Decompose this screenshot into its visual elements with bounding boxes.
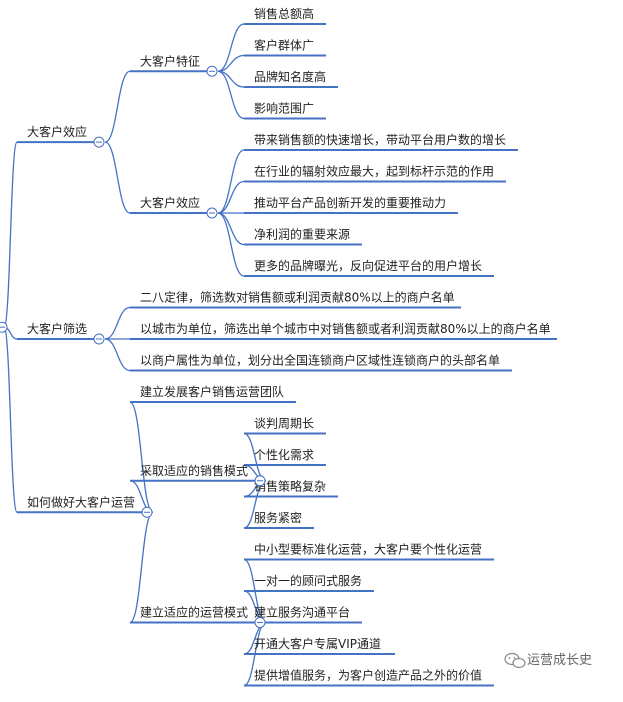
node-3-label: 销售总额高 [254,6,314,21]
root-collapse-toggle-icon[interactable] [0,321,8,333]
node-3-label: 一对一的顾问式服务 [254,573,362,588]
node-2-label: 建立适应的运营模式 [140,605,248,620]
node-3-label: 销售策略复杂 [254,479,326,494]
collapse-toggle-icon[interactable] [141,506,153,518]
node-3-label: 建立服务沟通平台 [254,605,350,620]
branch-connector [3,326,18,513]
node-3-label: 影响范围广 [254,101,314,116]
node-3-label: 中小型要标准化运营，大客户要个性化运营 [254,542,482,557]
node-3-label: 谈判周期长 [254,417,314,431]
branch-connector [217,149,245,214]
watermark: 运营成长史 [504,652,592,669]
node-3-label: 带来销售额的快速增长，带动平台用户数的增长 [254,132,506,147]
branch-connector [104,338,131,372]
collapse-toggle-icon[interactable] [93,333,105,345]
branch-connector [3,141,18,328]
node-2-label: 以城市为单位，筛选出单个城市中对销售额或者利润贡献80%以上的商户名单 [140,321,551,336]
node-2-label: 采取适应的销售模式 [140,463,248,478]
branch-connector [217,180,245,214]
node-3-label: 提供增值服务，为客户创造产品之外的价值 [254,668,482,683]
node-3-label: 开通大客户专属VIP通道 [254,636,381,651]
node-3-label: 个性化需求 [254,448,314,462]
node-3-label: 品牌知名度高 [254,69,326,84]
branch-connector [217,54,245,72]
node-1-label: 大客户筛选 [27,321,87,336]
branch-connector [217,212,245,277]
branch-connector [104,70,131,143]
branch-connector [104,141,131,214]
node-2-label: 以商户属性为单位，划分出全国连锁商户区域性连锁商户的头部名单 [140,353,500,368]
node-1-label: 如何做好大客户运营 [27,494,135,509]
watermark-text: 运营成长史 [527,653,592,668]
node-3-label: 客户群体广 [254,38,314,53]
node-2-label: 大客户特征 [140,53,200,68]
node-3-label: 推动平台产品创新开发的重要推动力 [254,195,446,210]
collapse-toggle-icon[interactable] [93,136,105,148]
collapse-toggle-icon[interactable] [254,475,266,487]
node-3-label: 更多的品牌曝光，反向促进平台的用户增长 [254,258,482,273]
collapse-toggle-icon[interactable] [206,65,218,77]
node-3-label: 净利润的重要来源 [254,227,350,242]
branch-connector [104,306,131,340]
collapse-toggle-icon[interactable] [206,207,218,219]
node-2-label: 建立发展客户销售运营团队 [140,384,284,399]
branch-connector [217,23,245,72]
branch-connector [217,70,245,120]
collapse-toggle-icon[interactable] [254,617,266,628]
branch-connector [217,212,245,246]
node-2-label: 大客户效应 [140,195,200,210]
wechat-icon [504,652,526,669]
node-3-label: 服务紧密 [254,510,302,525]
node-2-label: 二八定律，筛选数对销售额或利润贡献80%以上的商户名单 [140,290,455,305]
node-3-label: 在行业的辐射效应最大，起到标杆示范的作用 [254,164,494,179]
node-1-label: 大客户效应 [27,124,87,139]
